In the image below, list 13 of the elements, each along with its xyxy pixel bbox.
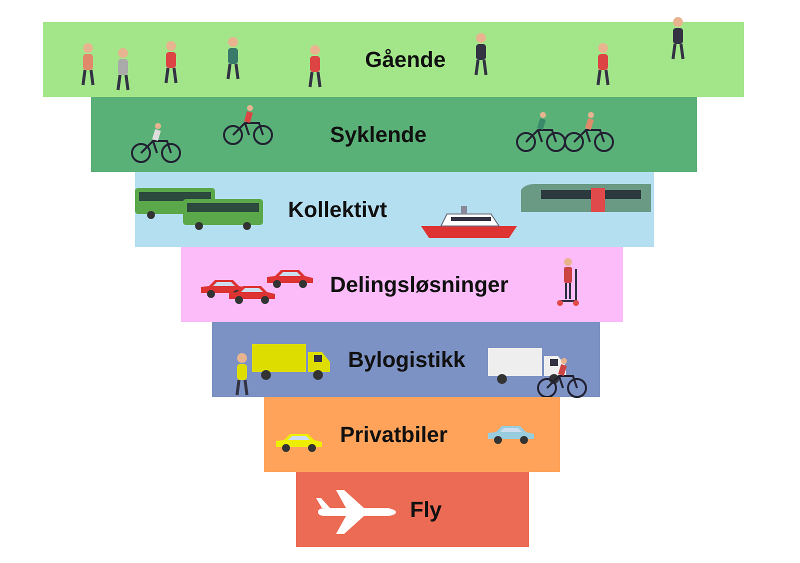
layer-label: Fly	[410, 496, 442, 522]
layer-label: Privatbiler	[340, 422, 448, 448]
layer-band	[264, 397, 560, 472]
layer-label: Kollektivt	[288, 196, 388, 222]
layer-label: Gående	[365, 46, 446, 72]
layer-label: Syklende	[330, 122, 427, 148]
layer-band	[296, 472, 529, 547]
layer-band	[91, 97, 697, 172]
layer-label: Delingsløsninger	[330, 272, 508, 298]
layer-band	[181, 247, 623, 322]
layer-label: Bylogistikk	[348, 346, 466, 372]
layer-band	[135, 172, 654, 247]
layer-band	[212, 322, 600, 397]
